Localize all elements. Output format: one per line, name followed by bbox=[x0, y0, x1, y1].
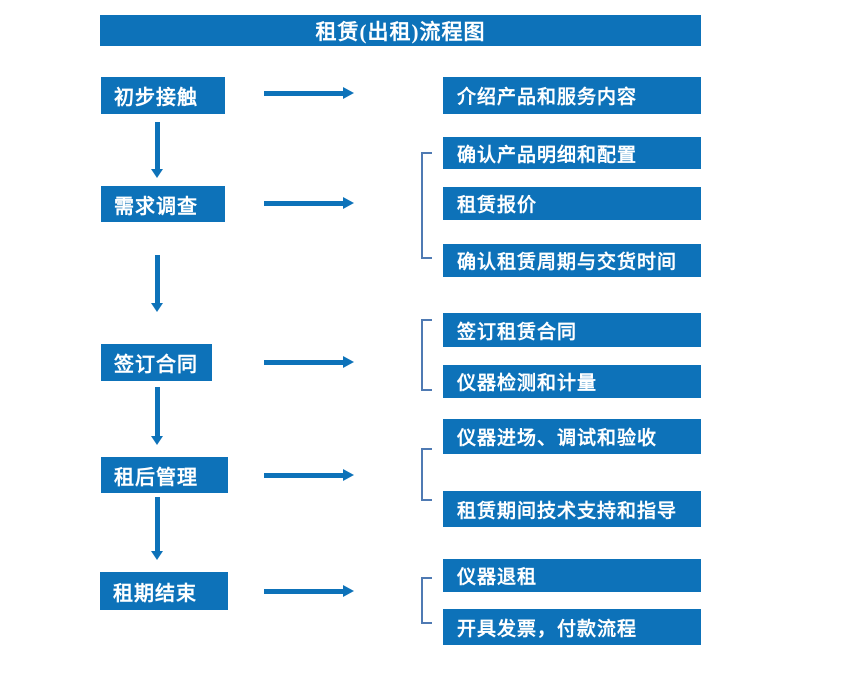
step-box-sign-contract: 签订合同 bbox=[101, 344, 212, 381]
arrow-down-icon bbox=[151, 255, 164, 312]
arrow-shaft bbox=[155, 387, 160, 437]
step-box-rental-end: 租期结束 bbox=[100, 572, 228, 610]
arrow-shaft bbox=[155, 255, 160, 304]
step-label: 初步接触 bbox=[114, 87, 198, 109]
detail-label: 仪器退租 bbox=[457, 567, 538, 588]
bracket-icon bbox=[421, 577, 432, 624]
arrow-head bbox=[151, 551, 163, 560]
arrow-shaft bbox=[264, 91, 343, 96]
detail-label: 确认产品明细和配置 bbox=[457, 144, 638, 166]
detail-label: 仪器检测和计量 bbox=[457, 373, 598, 394]
arrow-head bbox=[151, 169, 163, 178]
detail-box-rental-quote: 租赁报价 bbox=[443, 187, 701, 220]
detail-box-instrument-setup-acceptance: 仪器进场、调试和验收 bbox=[443, 419, 701, 454]
arrow-right-icon bbox=[264, 356, 354, 369]
step-label: 租期结束 bbox=[113, 582, 197, 605]
detail-box-sign-rental-contract: 签订租赁合同 bbox=[443, 313, 701, 347]
detail-box-confirm-product-config: 确认产品明细和配置 bbox=[443, 137, 701, 169]
detail-label: 签订租赁合同 bbox=[457, 321, 578, 343]
arrow-right-icon bbox=[264, 585, 354, 598]
detail-box-instrument-inspection: 仪器检测和计量 bbox=[443, 365, 701, 398]
step-box-demand-survey: 需求调查 bbox=[101, 186, 225, 222]
arrow-head bbox=[151, 436, 163, 445]
bracket-icon bbox=[421, 448, 432, 501]
diagram-title-bar: 租赁(出租)流程图 bbox=[100, 15, 701, 46]
arrow-shaft bbox=[264, 473, 343, 478]
arrow-head bbox=[343, 356, 354, 368]
arrow-head bbox=[343, 585, 354, 597]
arrow-shaft bbox=[264, 201, 343, 206]
arrow-shaft bbox=[155, 122, 160, 170]
detail-box-invoice-payment: 开具发票，付款流程 bbox=[443, 609, 701, 645]
detail-box-intro-products-services: 介绍产品和服务内容 bbox=[443, 77, 701, 114]
arrow-down-icon bbox=[151, 497, 164, 560]
step-box-initial-contact: 初步接触 bbox=[101, 77, 225, 114]
detail-label: 仪器进场、调试和验收 bbox=[457, 428, 658, 449]
detail-label: 开具发票，付款流程 bbox=[457, 618, 638, 640]
detail-label: 介绍产品和服务内容 bbox=[457, 87, 638, 108]
step-label: 租后管理 bbox=[114, 466, 198, 489]
detail-label: 租赁报价 bbox=[457, 195, 538, 216]
diagram-title: 租赁(出租)流程图 bbox=[315, 19, 486, 44]
step-box-post-rental-management: 租后管理 bbox=[101, 457, 228, 493]
arrow-head bbox=[343, 197, 354, 209]
arrow-right-icon bbox=[264, 87, 354, 100]
arrow-shaft bbox=[264, 360, 343, 365]
arrow-shaft bbox=[264, 589, 343, 594]
arrow-right-icon bbox=[264, 197, 354, 210]
detail-box-instrument-return: 仪器退租 bbox=[443, 559, 701, 592]
detail-box-tech-support: 租赁期间技术支持和指导 bbox=[443, 491, 701, 527]
detail-label: 确认租赁周期与交货时间 bbox=[457, 252, 678, 273]
bracket-icon bbox=[421, 319, 432, 391]
arrow-head bbox=[151, 303, 163, 312]
arrow-shaft bbox=[155, 497, 160, 552]
arrow-down-icon bbox=[151, 387, 164, 445]
detail-box-confirm-period-delivery: 确认租赁周期与交货时间 bbox=[443, 244, 701, 277]
arrow-right-icon bbox=[264, 469, 354, 482]
arrow-head bbox=[343, 87, 354, 99]
step-label: 签订合同 bbox=[114, 354, 198, 376]
arrow-head bbox=[343, 469, 354, 481]
detail-label: 租赁期间技术支持和指导 bbox=[457, 500, 678, 522]
arrow-down-icon bbox=[151, 122, 164, 178]
step-label: 需求调查 bbox=[114, 195, 198, 218]
bracket-icon bbox=[421, 152, 432, 259]
